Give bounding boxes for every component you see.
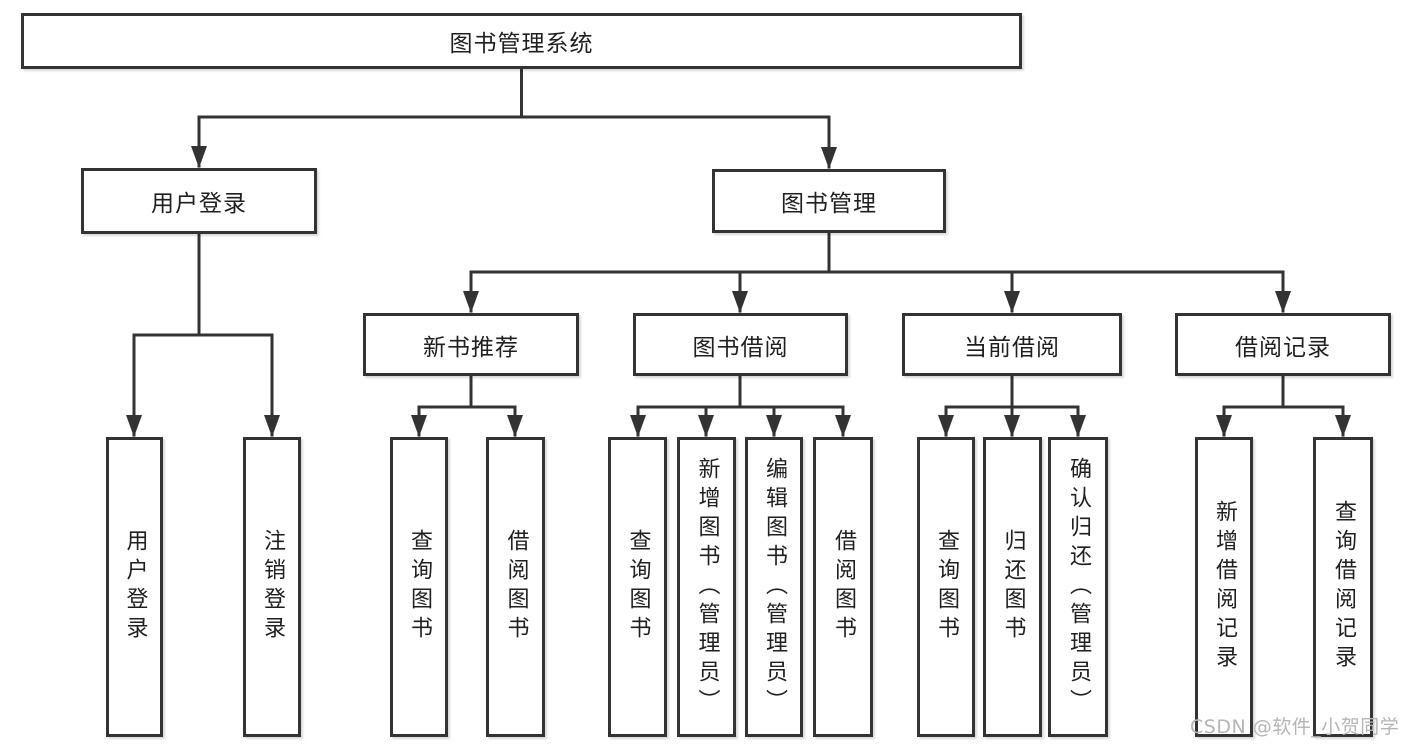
leaf-query-books-current-label: 查询图书: [934, 529, 959, 645]
leaf-logout-label: 注销登录: [260, 529, 285, 645]
leaf-borrow-books-borrow: 借阅图书: [813, 437, 873, 737]
leaf-return-book-label: 归还图书: [1000, 529, 1026, 645]
node-user-login-label: 用户登录: [151, 191, 247, 217]
node-book-management: 图书管理: [712, 169, 946, 233]
leaf-return-book: 归还图书: [983, 437, 1042, 737]
leaf-user-login-label: 用户登录: [122, 529, 148, 645]
leaf-confirm-return-admin-label: 确认归还（管理员）: [1066, 456, 1091, 718]
node-book-borrow-label: 图书借阅: [692, 334, 789, 361]
leaf-borrow-books-recommend-label: 借阅图书: [503, 529, 529, 645]
leaf-query-books-current: 查询图书: [917, 437, 975, 737]
node-borrow-records-label: 借阅记录: [1235, 334, 1331, 361]
leaf-query-books-borrow: 查询图书: [608, 437, 667, 737]
node-book-borrow: 图书借阅: [633, 313, 848, 376]
leaf-query-books-recommend: 查询图书: [390, 437, 448, 737]
csdn-watermark: CSDN @软件_小贺同学: [1190, 716, 1400, 738]
leaf-edit-book-admin: 编辑图书（管理员）: [745, 437, 803, 737]
leaf-borrow-books-borrow-label: 借阅图书: [831, 529, 856, 645]
node-library-system: 图书管理系统: [21, 13, 1022, 69]
node-new-book-recommend-label: 新书推荐: [423, 334, 519, 361]
leaf-query-borrow-record-label: 查询借阅记录: [1331, 500, 1356, 674]
node-library-system-label: 图书管理系统: [449, 31, 594, 57]
leaf-logout: 注销登录: [243, 437, 301, 737]
node-user-login: 用户登录: [81, 168, 317, 234]
node-current-borrow-label: 当前借阅: [964, 334, 1060, 361]
leaf-add-borrow-record-label: 新增借阅记录: [1212, 500, 1237, 674]
node-book-management-label: 图书管理: [781, 191, 877, 217]
leaf-user-login: 用户登录: [106, 437, 163, 737]
leaf-query-borrow-record: 查询借阅记录: [1313, 437, 1373, 737]
node-current-borrow: 当前借阅: [902, 313, 1122, 376]
leaf-query-books-recommend-label: 查询图书: [407, 529, 432, 645]
leaf-edit-book-admin-label: 编辑图书（管理员）: [762, 456, 787, 718]
leaf-confirm-return-admin: 确认归还（管理员）: [1048, 437, 1108, 737]
leaf-add-book-admin: 新增图书（管理员）: [677, 437, 736, 737]
node-borrow-records: 借阅记录: [1175, 313, 1391, 376]
leaf-add-book-admin-label: 新增图书（管理员）: [694, 456, 720, 718]
leaf-add-borrow-record: 新增借阅记录: [1195, 437, 1253, 737]
node-new-book-recommend: 新书推荐: [363, 313, 579, 376]
leaf-borrow-books-recommend: 借阅图书: [486, 437, 545, 737]
leaf-query-books-borrow-label: 查询图书: [625, 529, 651, 645]
